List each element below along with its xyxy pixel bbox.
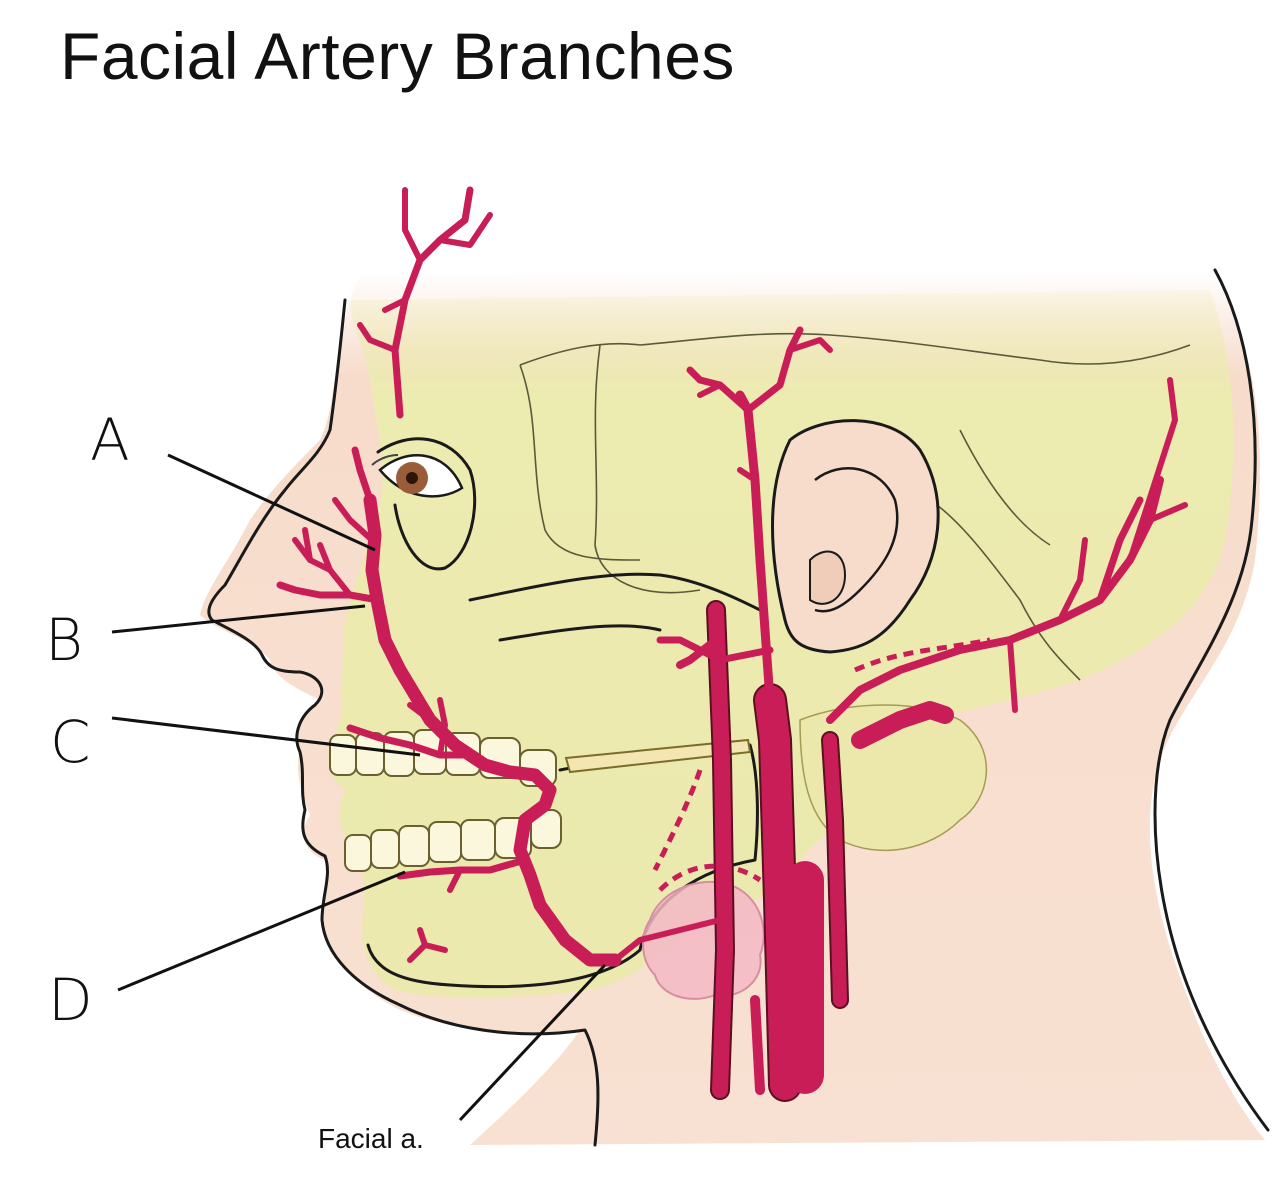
- ear: [771, 419, 940, 654]
- diagram-title: Facial Artery Branches: [60, 19, 735, 93]
- leader-line-facial: [458, 963, 607, 1122]
- facial-artery-main: [363, 493, 622, 967]
- carotid-trunk: [755, 685, 800, 1100]
- label-a: A: [90, 406, 130, 474]
- mastoid-process: [799, 704, 987, 852]
- label-b: B: [45, 606, 83, 674]
- leader-line-b: [111, 604, 366, 634]
- neck-outline: [1153, 268, 1270, 1132]
- leader-line-a: [167, 453, 376, 552]
- leader-lines: [111, 453, 607, 1122]
- external-carotid-branch: [708, 602, 733, 1098]
- label-facial-artery: Facial a.: [318, 1123, 424, 1154]
- mental-branch: [407, 927, 448, 963]
- orbit-outline: [376, 437, 477, 571]
- dashed-vessel-occipital: [853, 637, 991, 673]
- artery-network: [276, 186, 1188, 1102]
- angular-artery: [351, 446, 374, 504]
- mandible-ramus-cut: [564, 738, 752, 774]
- vertebral-vessel: [823, 733, 847, 1007]
- face-profile-outline: [207, 298, 600, 1147]
- label-d: D: [48, 966, 93, 1034]
- occipital-artery: [826, 476, 1164, 724]
- superior-labial-artery: [346, 724, 474, 759]
- zygomatic-arch: [468, 572, 762, 612]
- dashed-vessel-posterior: [652, 769, 703, 872]
- dashed-vessel-gland: [658, 863, 762, 892]
- leader-line-c: [111, 716, 421, 757]
- label-c: C: [50, 708, 91, 776]
- cranial-sutures: [519, 332, 1191, 681]
- leader-line-d: [117, 870, 406, 992]
- lateral-nasal-artery: [276, 581, 382, 604]
- zygomatic-lower: [498, 624, 662, 642]
- eye: [371, 454, 464, 498]
